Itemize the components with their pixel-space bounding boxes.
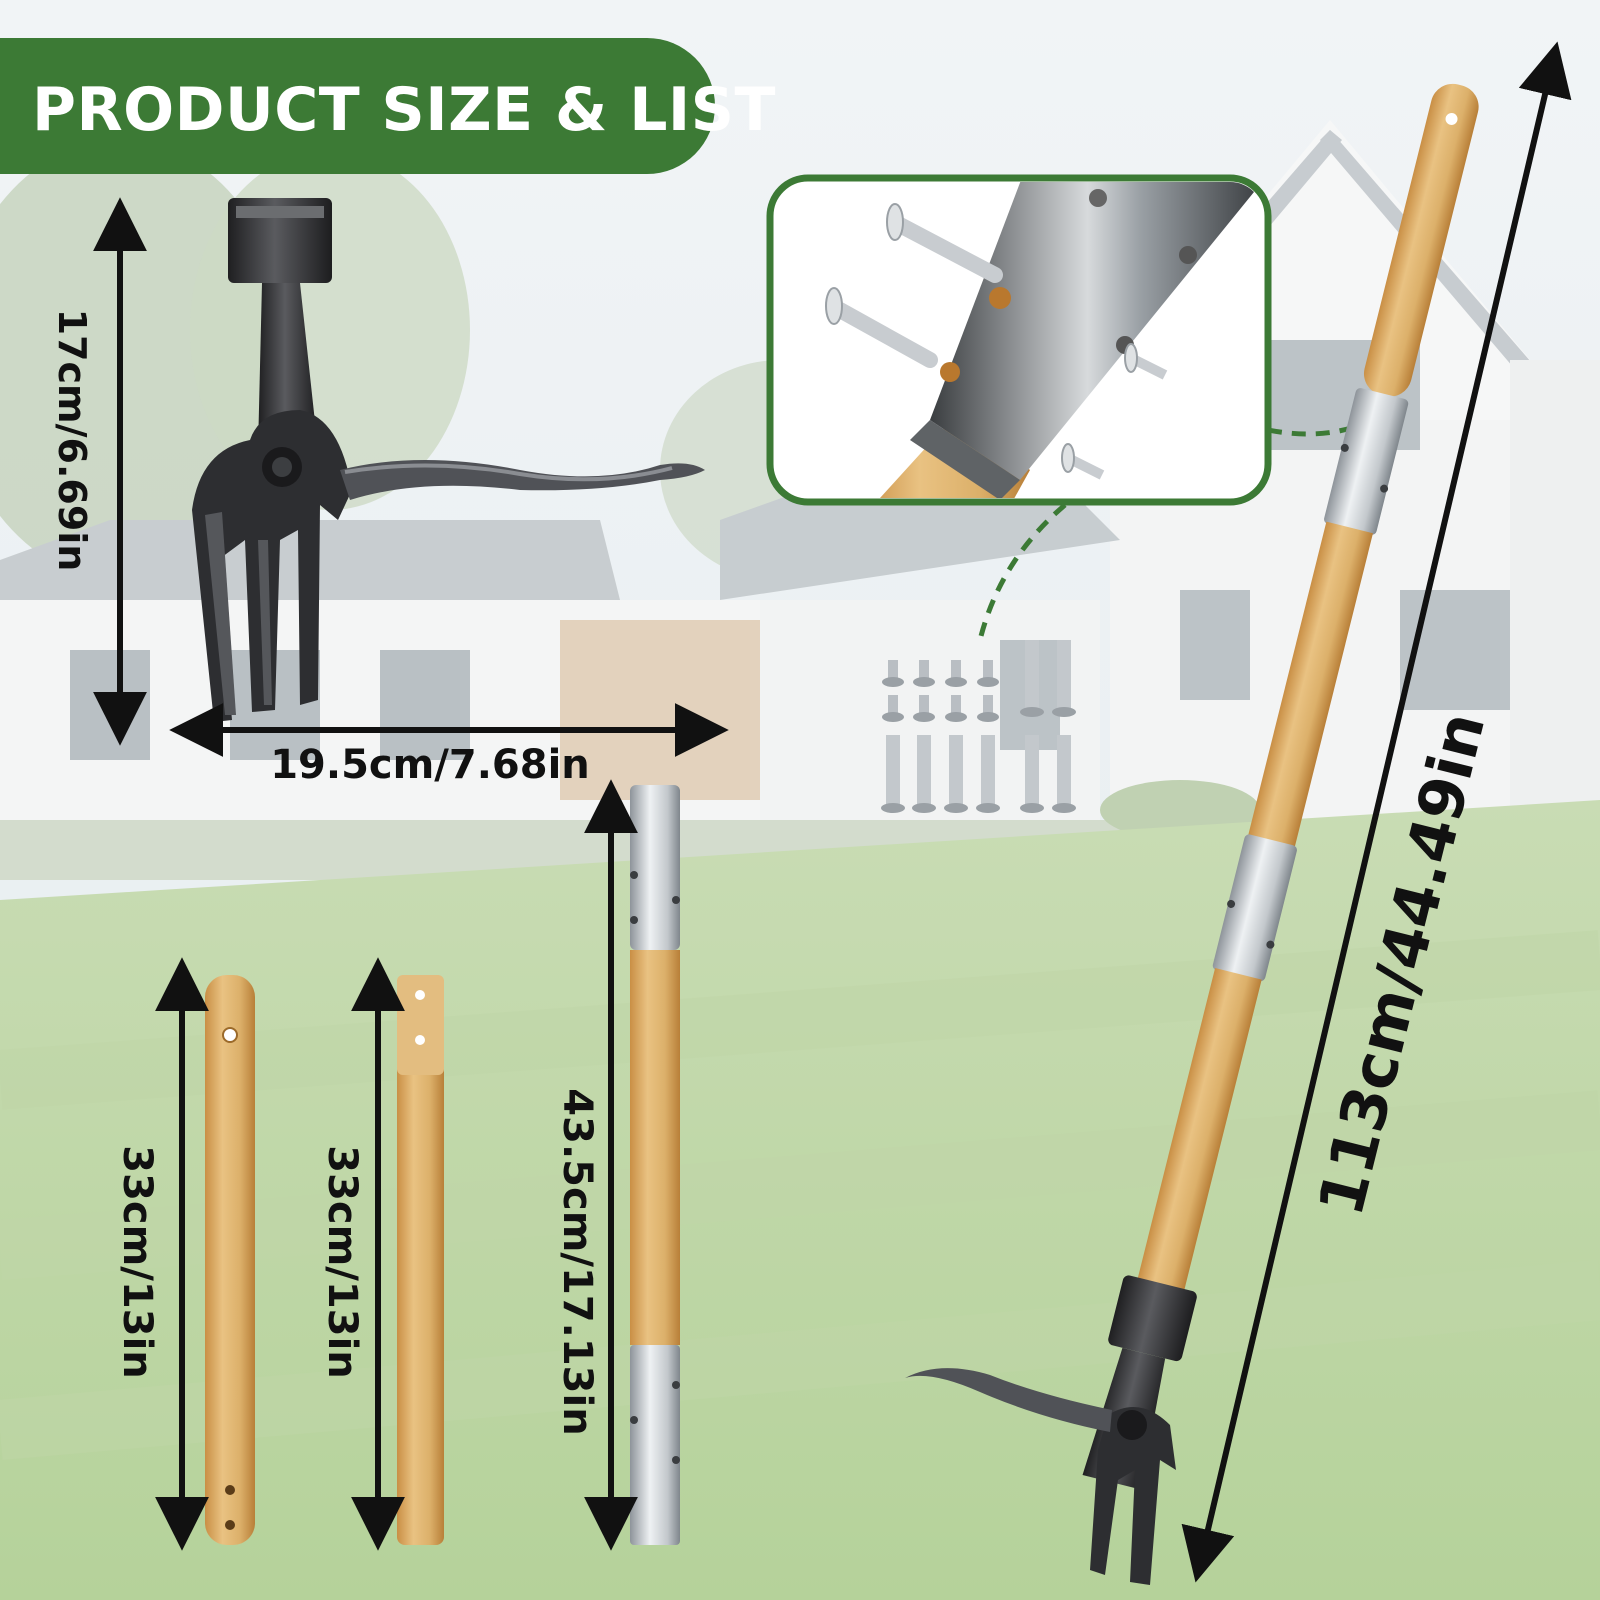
fork-width-label: 19.5cm/7.68in xyxy=(270,742,590,788)
page-title: PRODUCT SIZE & LIST xyxy=(32,75,776,145)
screw-icon xyxy=(977,677,999,687)
zoom-inset xyxy=(766,174,1272,506)
screw-icon xyxy=(983,695,993,715)
rod-top-length-label: 33cm/13in xyxy=(114,1145,160,1379)
bamboo-rod-bottom xyxy=(630,785,680,1545)
rod-bottom-length-label: 43.5cm/17.13in xyxy=(554,1088,600,1436)
screw-icon xyxy=(983,660,993,680)
screw-icon xyxy=(1025,640,1039,710)
screw-icon xyxy=(912,803,936,813)
screw-icon xyxy=(913,677,935,687)
screw-icon xyxy=(917,735,931,805)
screw-icon xyxy=(945,712,967,722)
screw-icon xyxy=(976,803,1000,813)
screw-icon xyxy=(949,735,963,805)
screw-icon xyxy=(881,803,905,813)
screw-icon xyxy=(888,695,898,715)
total-length-arrow xyxy=(1181,41,1572,1583)
screw-icon xyxy=(945,677,967,687)
title-banner xyxy=(0,38,715,174)
bamboo-rod-icon xyxy=(205,975,255,1545)
screw-icon xyxy=(1020,803,1044,813)
fork-head-icon xyxy=(192,198,705,722)
screw-icon xyxy=(919,660,929,680)
screw-icon xyxy=(944,803,968,813)
screw-icon xyxy=(913,712,935,722)
screw-icon xyxy=(1052,707,1076,717)
screw-icon xyxy=(886,735,900,805)
screw-icon xyxy=(951,695,961,715)
screw-icon xyxy=(1025,735,1039,805)
screw-icon xyxy=(981,735,995,805)
screw-icon xyxy=(882,712,904,722)
inset-connector-lower xyxy=(977,503,1067,641)
screw-set xyxy=(881,640,1076,813)
screw-icon xyxy=(919,695,929,715)
rod-middle-length-label: 33cm/13in xyxy=(319,1145,365,1379)
screw-icon xyxy=(977,712,999,722)
screw-icon xyxy=(1052,803,1076,813)
screw-icon xyxy=(1057,735,1071,805)
screw-icon xyxy=(1020,707,1044,717)
fork-height-label: 17cm/6.69in xyxy=(50,308,94,572)
screw-icon xyxy=(888,660,898,680)
screw-icon xyxy=(882,677,904,687)
screw-icon xyxy=(825,203,1168,480)
screw-icon xyxy=(951,660,961,680)
bamboo-rod-middle xyxy=(397,975,444,1545)
screw-icon xyxy=(1057,640,1071,710)
